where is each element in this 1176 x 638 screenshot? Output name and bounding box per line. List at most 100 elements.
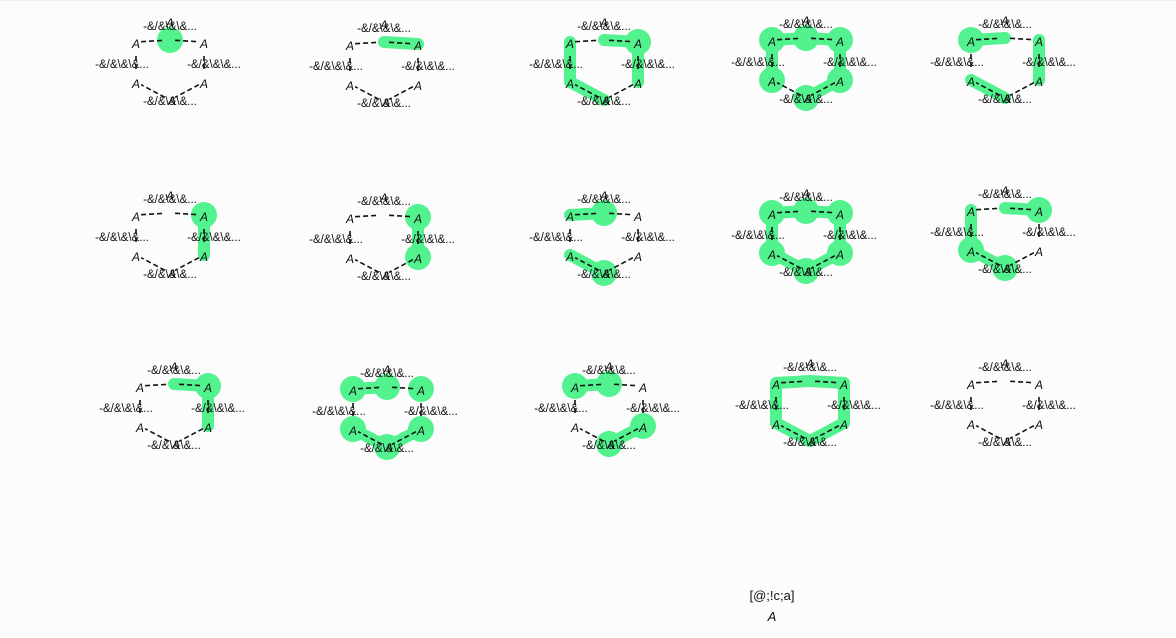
- ring-bond: [1009, 424, 1035, 440]
- ring-bond: [976, 37, 1000, 41]
- substituent-label: -&/&\&\&...: [1022, 227, 1076, 239]
- substituent-label: -&/&\&\&...: [827, 400, 881, 412]
- ring-bond: [1009, 81, 1035, 97]
- substituent-label: -&/&\&\&...: [143, 194, 197, 206]
- substituent-label: -&/&\&\&...: [930, 57, 984, 69]
- substituent-label: -&/&\&\&...: [95, 232, 149, 244]
- ring-atom-label: A: [345, 79, 354, 93]
- highlight-atom: [827, 240, 853, 266]
- ring-atom-label: A: [1002, 262, 1011, 276]
- substituent-label: -&/&\&\&...: [735, 400, 789, 412]
- ring-atom-label: A: [1000, 184, 1009, 198]
- substituent-label: -&/&\&\&...: [978, 437, 1032, 449]
- ring-bond: [613, 427, 639, 443]
- ring-atom-label: A: [1034, 75, 1043, 89]
- ring-bond: [354, 258, 380, 274]
- ring-bond: [975, 251, 1001, 267]
- ring-bond: [975, 424, 1001, 440]
- ring-atom-label: A: [1000, 14, 1009, 28]
- ring-bond: [141, 39, 165, 43]
- ring-atom-label: A: [565, 250, 574, 264]
- highlight-atom: [405, 204, 431, 230]
- ring-bond: [776, 81, 802, 97]
- substituent-label: -&/&\&\&...: [577, 269, 631, 281]
- ring-atom-label: A: [599, 16, 608, 30]
- legend: [@;!c;a] A: [735, 587, 809, 625]
- ring-atom-label: A: [835, 35, 844, 49]
- highlight-atom: [340, 376, 366, 402]
- ring-atom-label: A: [839, 378, 848, 392]
- substituent-label: -&/&\&\&...: [930, 227, 984, 239]
- ring-bond: [388, 85, 414, 101]
- substituent-label: -&/&\&\&...: [582, 365, 636, 377]
- ring-bond: [811, 37, 835, 41]
- highlight-atom: [374, 434, 400, 460]
- molecule-11: AAAAAA-&/&\&\&...-&/&\&\&...-&/&\&\&...-…: [99, 360, 245, 452]
- ring-bond: [780, 424, 806, 440]
- ring-atom-label: A: [599, 189, 608, 203]
- substituent-label: -&/&\&\&...: [143, 269, 197, 281]
- substituent-label: -&/&\&\&...: [582, 440, 636, 452]
- ring-bond: [614, 383, 638, 387]
- ring-atom-label: A: [638, 381, 647, 395]
- ring-atom-label: A: [203, 381, 212, 395]
- highlight-atom: [759, 27, 785, 53]
- ring-atom-label: A: [1034, 245, 1043, 259]
- ring-bond: [174, 256, 200, 272]
- ring-atom-label: A: [633, 210, 642, 224]
- ring-atom-label: A: [199, 210, 208, 224]
- ring-atom-label: A: [345, 39, 354, 53]
- molecule-1: AAAAAA-&/&\&\&...-&/&\&\&...-&/&\&\&...-…: [95, 16, 241, 108]
- ring-atom-label: A: [767, 248, 776, 262]
- ring-atom-label: A: [604, 360, 613, 374]
- substituent-label: -&/&\&\&...: [577, 21, 631, 33]
- ring-bond: [781, 380, 805, 384]
- substituent-label: -&/&\&\&...: [779, 267, 833, 279]
- substituent-label: -&/&\&\&...: [577, 194, 631, 206]
- ring-atom-label: A: [606, 438, 615, 452]
- ring-bond: [608, 83, 634, 99]
- highlight-atom: [195, 373, 221, 399]
- substituent-label: -&/&\&\&...: [147, 440, 201, 452]
- ring-bond: [358, 386, 382, 390]
- ring-bond: [175, 212, 199, 216]
- ring-atom-label: A: [131, 250, 140, 264]
- ring-atom-label: A: [633, 250, 642, 264]
- ring-atom-label: A: [767, 35, 776, 49]
- ring-bond: [179, 383, 203, 387]
- ring-bond: [810, 81, 836, 97]
- ring-atom-label: A: [135, 381, 144, 395]
- ring-atom-label: A: [167, 94, 176, 108]
- substituent-label: -&/&\&\&...: [357, 98, 411, 110]
- ring-atom-label: A: [131, 77, 140, 91]
- highlight-atom: [408, 376, 434, 402]
- highlight-atom: [827, 67, 853, 93]
- substituent-label: -&/&\&\&...: [187, 232, 241, 244]
- ring-bond: [140, 83, 166, 99]
- substituent-label: -&/&\&\&...: [401, 234, 455, 246]
- molecule-15: AAAAAA-&/&\&\&...-&/&\&\&...-&/&\&\&...-…: [930, 357, 1076, 449]
- highlight-atom: [157, 27, 183, 53]
- ring-atom-label: A: [199, 250, 208, 264]
- molecule-4: AAAAAA-&/&\&\&...-&/&\&\&...-&/&\&\&...-…: [731, 14, 877, 111]
- substituent-label: -&/&\&\&...: [147, 365, 201, 377]
- substituent-label: -&/&\&\&...: [978, 189, 1032, 201]
- ring-atom-label: A: [565, 77, 574, 91]
- ring-atom-label: A: [801, 14, 810, 28]
- ring-atom-label: A: [835, 208, 844, 222]
- highlight-atom: [793, 85, 819, 111]
- ring-atom-label: A: [803, 92, 812, 106]
- ring-bond: [391, 430, 417, 446]
- ring-bond: [389, 214, 413, 218]
- ring-atom-label: A: [1002, 92, 1011, 106]
- ring-bond: [579, 427, 605, 443]
- ring-atom-label: A: [1034, 35, 1043, 49]
- ring-atom-label: A: [966, 35, 975, 49]
- ring-atom-label: A: [767, 208, 776, 222]
- highlight-atom: [408, 416, 434, 442]
- ring-atom-label: A: [131, 37, 140, 51]
- ring-bond: [976, 207, 1000, 211]
- highlight-atom: [827, 27, 853, 53]
- ring-atom-label: A: [803, 265, 812, 279]
